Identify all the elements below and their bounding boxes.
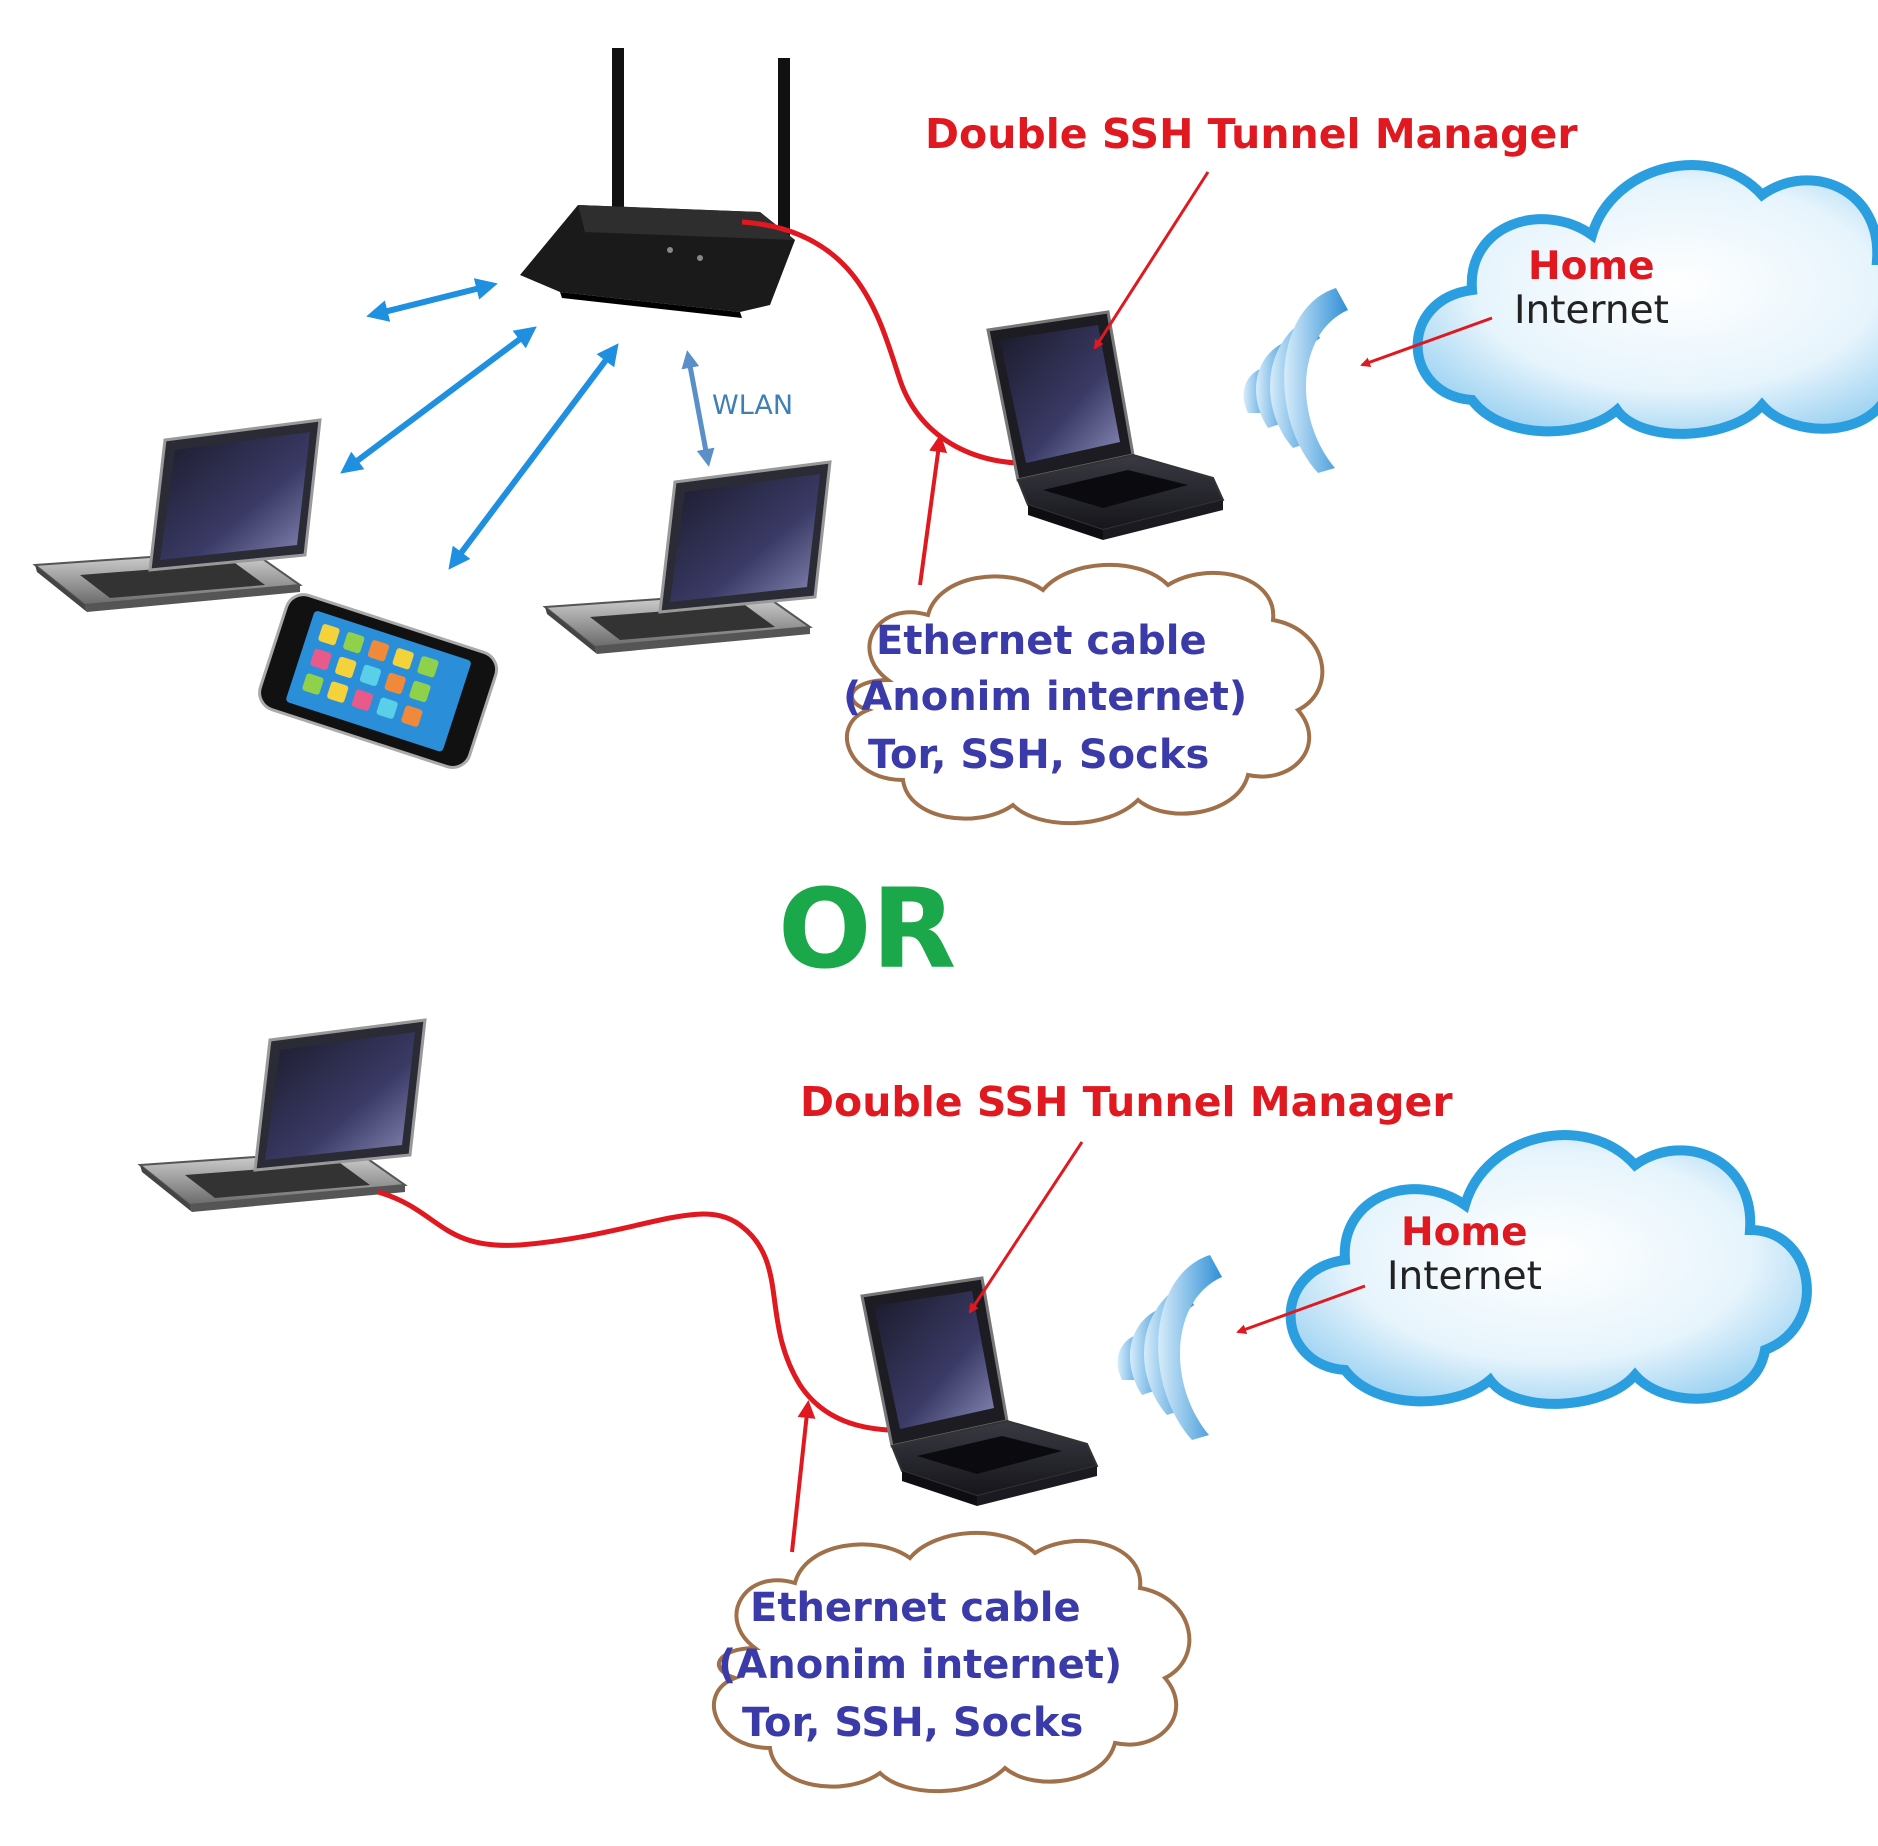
wlan-label: WLAN: [712, 390, 794, 421]
router: [520, 48, 795, 318]
manager-laptop-bottom: [860, 1276, 1099, 1508]
cloud-internet-label-top: Internet: [1514, 288, 1669, 333]
laptop-middle: [543, 460, 832, 656]
ethernet-line2-top: (Anonim internet): [843, 674, 1248, 720]
cloud-internet-label-bottom: Internet: [1387, 1254, 1542, 1299]
manager-label-top: Double SSH Tunnel Manager: [925, 110, 1578, 158]
ethernet-cable-bottom: [377, 1189, 926, 1433]
ethernet-line3-top: Tor, SSH, Socks: [868, 732, 1210, 778]
home-internet-cloud-bottom: [1291, 1135, 1807, 1404]
ethernet-line1-top: Ethernet cable: [876, 618, 1207, 664]
ethernet-cable-top: [741, 219, 1049, 466]
ethernet-line1-bottom: Ethernet cable: [750, 1585, 1081, 1631]
manager-label-bottom: Double SSH Tunnel Manager: [800, 1078, 1453, 1126]
wireless-links: [340, 278, 619, 570]
ethernet-pointer-bottom: [790, 1400, 816, 1553]
laptop-bottom-left: [138, 1018, 427, 1214]
ethernet-line3-bottom: Tor, SSH, Socks: [742, 1700, 1084, 1746]
wlan-arrow: [681, 350, 715, 467]
ethernet-line2-bottom: (Anonim internet): [718, 1642, 1123, 1688]
ethernet-pointer-top: [918, 434, 948, 586]
or-separator: OR: [778, 865, 957, 993]
wifi-signal-bottom: [1117, 1255, 1222, 1440]
cloud-home-label-bottom: Home: [1401, 1210, 1528, 1255]
manager-pointer-top: [1093, 171, 1210, 350]
manager-laptop-top: [986, 310, 1225, 542]
manager-pointer-bottom: [968, 1141, 1084, 1314]
laptop-left: [33, 418, 322, 614]
smartphone: [258, 593, 499, 769]
cloud-pointer-bottom: [1236, 1284, 1366, 1334]
cloud-pointer-top: [1360, 316, 1493, 367]
wifi-signal-top: [1243, 288, 1348, 473]
cloud-home-label-top: Home: [1528, 244, 1655, 289]
